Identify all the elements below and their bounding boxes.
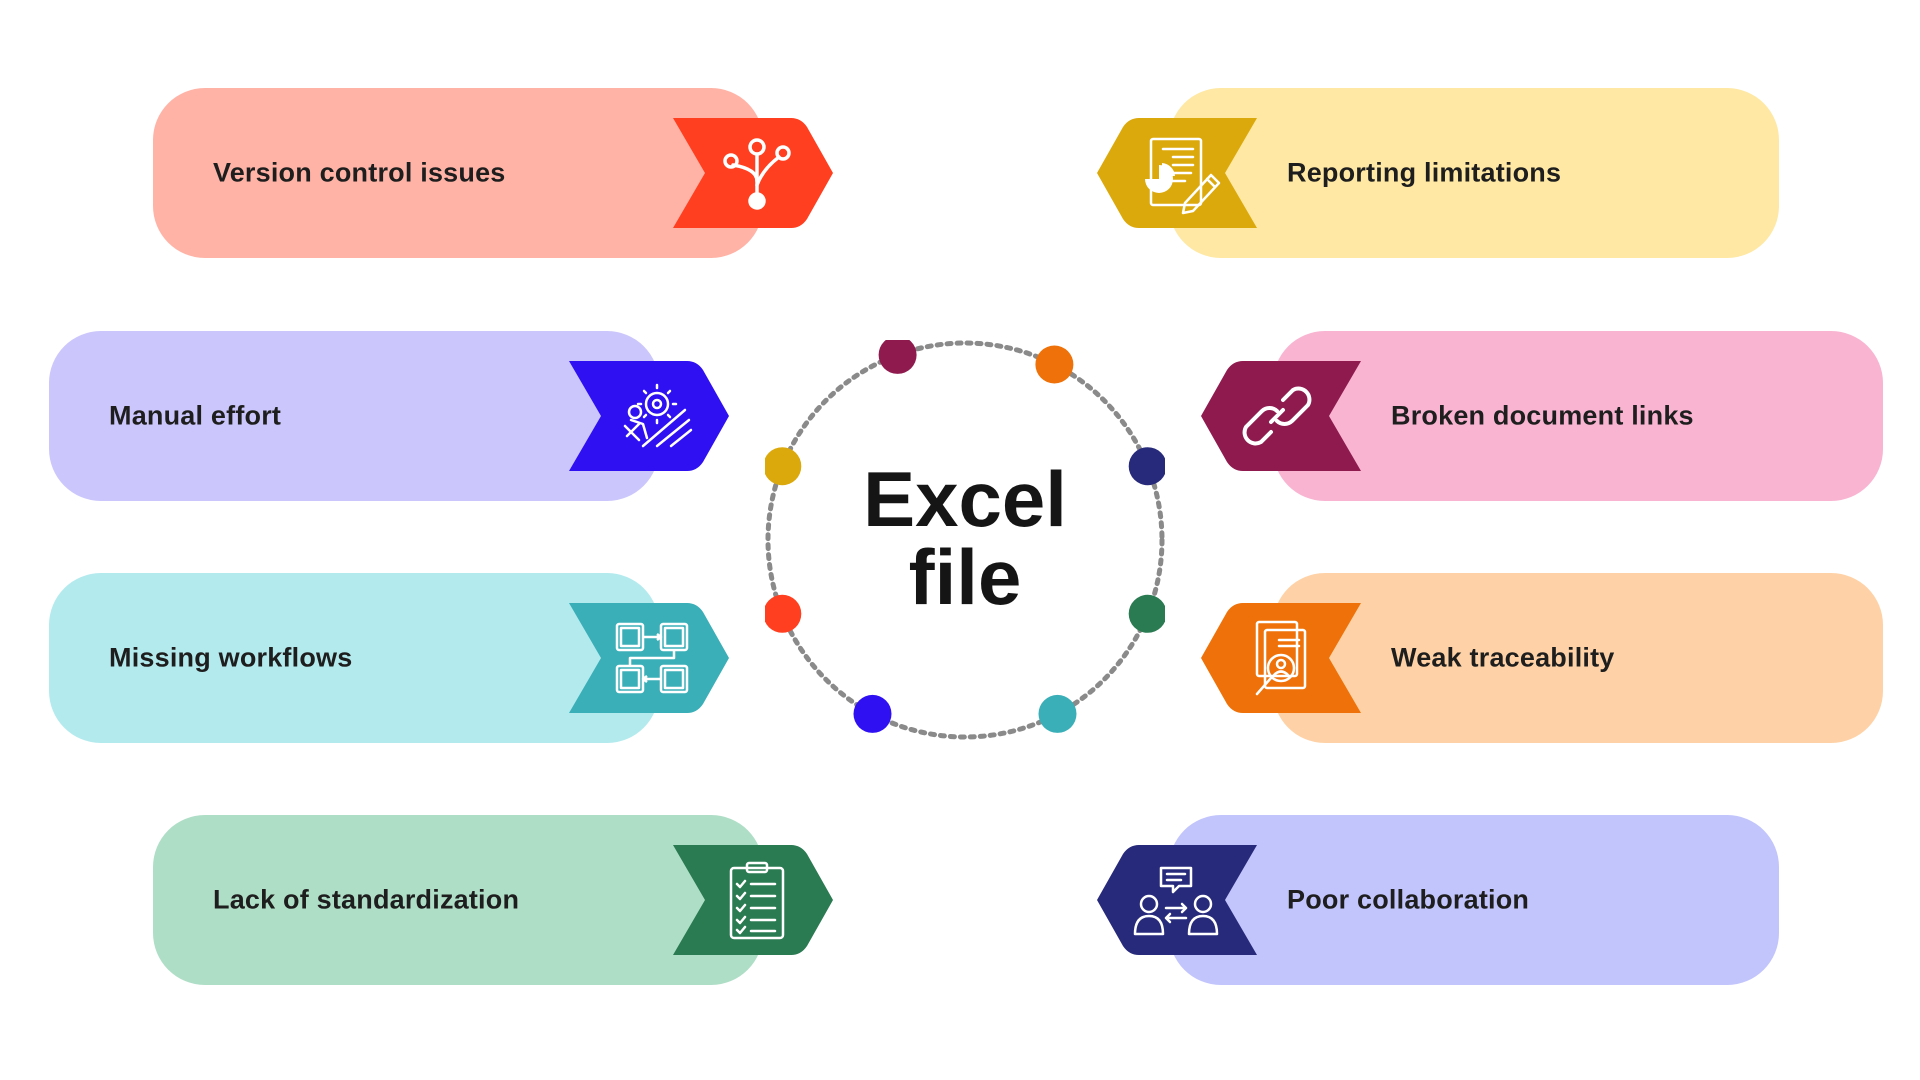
trace-icon <box>1255 620 1307 696</box>
checklist-icon <box>729 861 785 940</box>
center-title-line2: file <box>908 533 1022 621</box>
card-manual-effort: Manual effort <box>49 331 729 501</box>
card-label: Missing workflows <box>109 642 353 673</box>
ring-dot-3 <box>878 335 917 374</box>
card-pill <box>1273 573 1883 743</box>
chevron-badge <box>569 361 729 471</box>
ring-dot-1 <box>763 594 802 633</box>
worker-gear-icon <box>623 383 693 448</box>
chevron-badge <box>1097 118 1257 228</box>
card-label: Lack of standardization <box>213 884 520 915</box>
card-label: Reporting limitations <box>1287 157 1562 188</box>
card-broken-links: Broken document links <box>1201 331 1883 501</box>
chevron-badge <box>569 603 729 713</box>
card-weak-traceability: Weak traceability <box>1201 573 1883 743</box>
ring-dot-4 <box>1035 345 1074 384</box>
chevron-badge <box>1097 845 1257 955</box>
center-hub: Excel file <box>763 335 1167 740</box>
card-version-control: Version control issues <box>153 88 833 258</box>
center-title: Excel file <box>765 460 1165 616</box>
card-pill <box>1169 815 1779 985</box>
card-pill <box>49 331 659 501</box>
card-pill <box>1169 88 1779 258</box>
workflow-icon <box>615 622 689 694</box>
center-title-line1: Excel <box>863 455 1067 543</box>
card-pill <box>153 815 763 985</box>
card-label: Broken document links <box>1391 400 1694 431</box>
card-pill <box>153 88 763 258</box>
report-icon <box>1145 137 1221 215</box>
ring-dot-6 <box>1128 594 1167 633</box>
dotted-ring <box>763 335 1167 740</box>
card-label: Version control issues <box>213 157 506 188</box>
card-poor-collaboration: Poor collaboration <box>1097 815 1779 985</box>
ring-dot-2 <box>763 447 802 486</box>
card-label: Weak traceability <box>1391 642 1615 673</box>
card-pill <box>1273 331 1883 501</box>
card-reporting-limitations: Reporting limitations <box>1097 88 1779 258</box>
chevron-badge <box>1201 361 1361 471</box>
collaboration-icon <box>1133 866 1219 936</box>
broken-link-icon <box>1242 386 1312 446</box>
card-missing-workflows: Missing workflows <box>49 573 729 743</box>
card-label: Manual effort <box>109 400 282 431</box>
card-pill <box>49 573 659 743</box>
branch-icon <box>723 138 791 210</box>
chevron-badge <box>673 118 833 228</box>
chevron-badge <box>1201 603 1361 713</box>
ring-dot-5 <box>1128 447 1167 486</box>
chevron-badge <box>673 845 833 955</box>
card-lack-standardization: Lack of standardization <box>153 815 833 985</box>
ring-dot-8 <box>853 694 892 733</box>
card-label: Poor collaboration <box>1287 884 1530 915</box>
ring-dot-7 <box>1038 694 1077 733</box>
